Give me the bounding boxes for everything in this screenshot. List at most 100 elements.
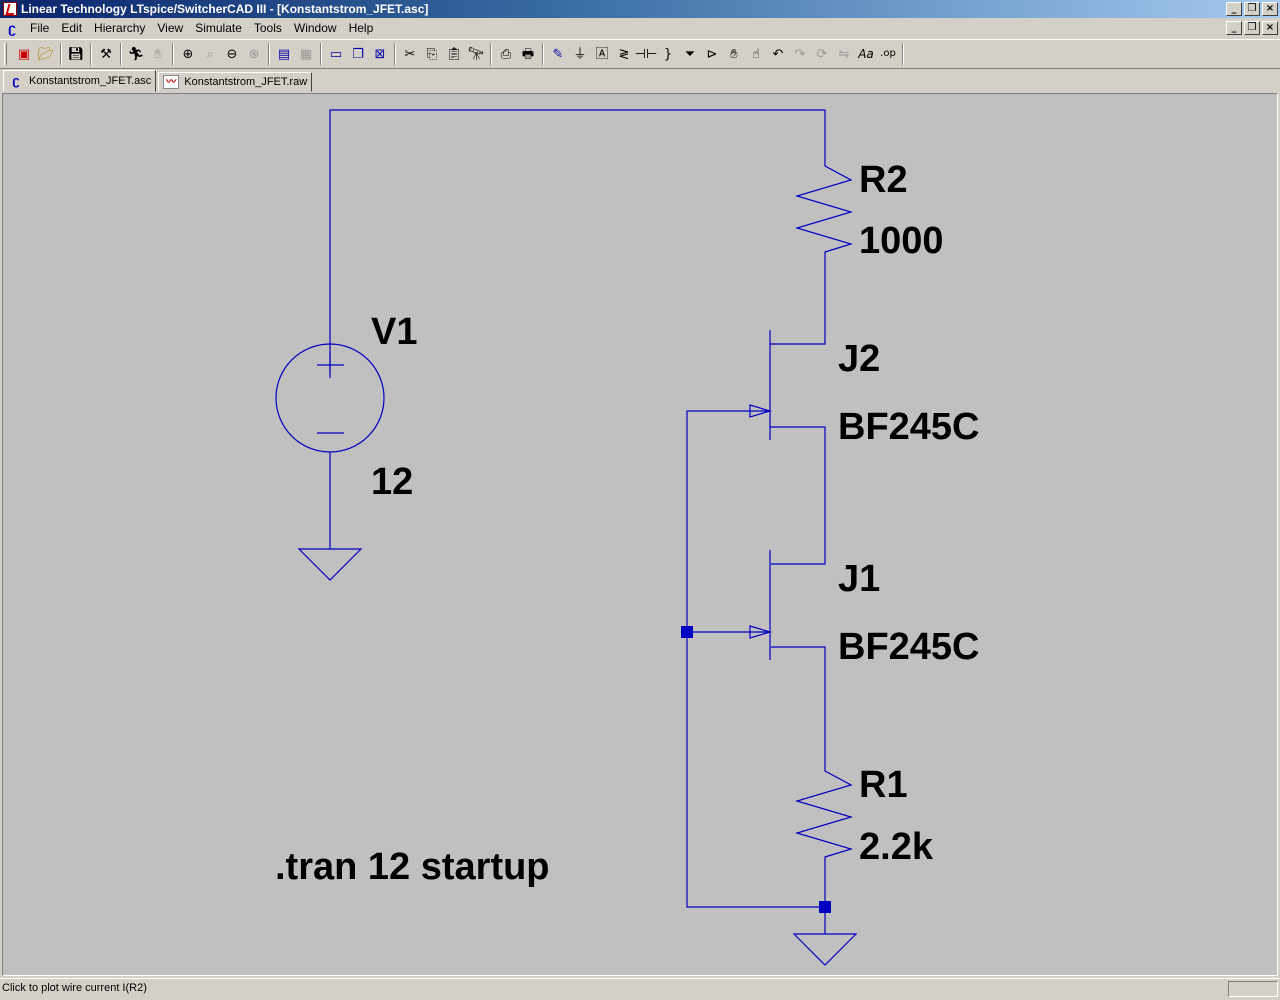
resistor-icon[interactable]: ≷ [618, 46, 630, 62]
close-button[interactable]: × [1262, 2, 1278, 16]
menu-tools-label: Tools [253, 21, 282, 35]
move-icon[interactable]: ✋︎ [730, 46, 738, 62]
find-icon[interactable]: 🔭︎ [467, 46, 485, 62]
print-icon[interactable]: 🖶︎ [521, 46, 535, 62]
j1-gate-arrow [749, 625, 773, 639]
child-minimize-button[interactable]: _ [1226, 21, 1242, 35]
r2-value[interactable]: 1000 [859, 220, 944, 262]
menu-hierarchy[interactable]: Hierarchy [88, 18, 151, 38]
draw-wire-icon[interactable]: ✎ [552, 46, 564, 62]
v1-name[interactable]: V1 [371, 311, 417, 353]
junction-dot-r1-gnd[interactable] [819, 901, 831, 913]
redo-icon[interactable]: ↷ [794, 46, 806, 62]
menu-help[interactable]: Help [343, 18, 380, 38]
toolbar-separator [172, 43, 174, 65]
toolbar-separator [394, 43, 396, 65]
child-close-button[interactable]: × [1262, 21, 1278, 35]
r1-value[interactable]: 2.2k [859, 826, 934, 868]
wire-gate-loop[interactable] [686, 410, 825, 908]
toolbar-separator [120, 43, 122, 65]
close-window-icon[interactable]: ⊠ [374, 46, 386, 62]
j2-name[interactable]: J2 [838, 338, 880, 380]
run-icon[interactable]: 🏃︎ [127, 46, 145, 62]
mark-unref-icon[interactable]: ▦ [299, 46, 313, 62]
open-icon[interactable]: 📂︎ [37, 46, 55, 62]
schematic-canvas[interactable]: V1 12 R2 1000 J2 BF245C J1 BF245C R1 2.2… [2, 93, 1278, 976]
ltspice-app-icon[interactable] [3, 2, 17, 16]
toolbar-separator [542, 43, 544, 65]
wire-r2-j2[interactable] [771, 262, 826, 345]
tab-waveform[interactable]: 〰 Konstantstrom_JFET.raw [158, 72, 313, 92]
drag-icon[interactable]: ☝︎ [752, 46, 760, 62]
ground-icon[interactable]: ⏚ [573, 46, 587, 62]
v1-value[interactable]: 12 [371, 461, 413, 503]
wire-j1-r1[interactable] [771, 646, 826, 755]
minimize-button[interactable]: _ [1226, 2, 1242, 16]
menu-simulate[interactable]: Simulate [189, 18, 248, 38]
j1-name[interactable]: J1 [838, 558, 880, 600]
toolbar-grip[interactable] [4, 43, 7, 65]
v1-source-circle[interactable] [275, 343, 385, 453]
ground-symbol-r1[interactable] [792, 933, 858, 966]
menu-window[interactable]: Window [288, 18, 343, 38]
r2-name[interactable]: R2 [859, 159, 908, 201]
j2-value[interactable]: BF245C [838, 406, 980, 448]
r1-name[interactable]: R1 [859, 764, 908, 806]
child-restore-button[interactable]: ❐ [1244, 21, 1260, 35]
autorange-icon[interactable]: ▤ [277, 46, 291, 62]
zoom-pan-icon[interactable]: ⌕ [206, 46, 214, 62]
control-panel-icon[interactable]: ⚒ [100, 46, 112, 62]
print-setup-icon[interactable]: ⎙ [500, 46, 512, 62]
status-text: Click to plot wire current I(R2) [2, 982, 147, 994]
component-icon[interactable]: ⊳ [706, 46, 718, 62]
zoom-out-icon[interactable]: ⊖ [226, 46, 238, 62]
capacitor-icon[interactable]: ⊣⊢ [634, 46, 658, 62]
label-net-icon[interactable]: 🄰︎ [595, 46, 609, 62]
diode-icon[interactable]: ⏷ [684, 46, 696, 62]
tile-horizontal-icon[interactable]: ▭ [329, 46, 343, 62]
tab-schematic[interactable]: ʗ Konstantstrom_JFET.asc [3, 70, 157, 92]
j1-value[interactable]: BF245C [838, 626, 980, 668]
zoom-fit-icon[interactable]: ⊗ [248, 46, 260, 62]
halt-icon[interactable]: ✋︎ [154, 46, 162, 62]
wire-j2-j1[interactable] [771, 426, 826, 565]
schematic-drawing[interactable]: V1 12 R2 1000 J2 BF245C J1 BF245C R1 2.2… [3, 94, 1278, 976]
r2-resistor[interactable] [794, 150, 854, 262]
symbols[interactable] [275, 150, 858, 966]
restore-button[interactable]: ❐ [1244, 2, 1260, 16]
window-title: Linear Technology LTspice/SwitcherCAD II… [21, 2, 429, 16]
mirror-icon[interactable]: ⇋ [838, 46, 850, 62]
r1-resistor[interactable] [794, 755, 854, 867]
menu-file[interactable]: File [24, 18, 55, 38]
wires[interactable] [329, 109, 826, 934]
text-icon[interactable]: Aa [858, 47, 874, 61]
schematic-icon: ʗ [12, 73, 20, 88]
menu-edit[interactable]: Edit [55, 18, 88, 38]
junction-dot-gate[interactable] [681, 626, 693, 638]
zoom-in-icon[interactable]: ⊕ [182, 46, 194, 62]
undo-icon[interactable]: ↶ [772, 46, 784, 62]
schematic-doc-icon[interactable]: ʗ [8, 20, 16, 36]
cut-icon[interactable]: ✂ [404, 46, 416, 62]
component-labels: V1 12 R2 1000 J2 BF245C J1 BF245C R1 2.2… [275, 159, 980, 888]
spice-directive[interactable]: .tran 12 startup [275, 846, 550, 888]
menu-tools[interactable]: Tools [248, 18, 288, 38]
window-controls: _ ❐ × [1226, 2, 1278, 16]
wire-top[interactable] [329, 109, 826, 372]
toolbar-separator [60, 43, 62, 65]
toolbar-separator [490, 43, 492, 65]
toolbar-separator [320, 43, 322, 65]
menu-view[interactable]: View [151, 18, 189, 38]
ground-symbol-v1[interactable] [297, 548, 363, 581]
tab-schematic-label: Konstantstrom_JFET.asc [29, 75, 152, 87]
cascade-icon[interactable]: ❐ [352, 46, 364, 62]
tab-waveform-label: Konstantstrom_JFET.raw [184, 76, 308, 88]
inductor-icon[interactable]: } [663, 46, 673, 62]
paste-icon[interactable]: 📋︎ [445, 46, 463, 62]
copy-icon[interactable]: ⎘ [426, 46, 438, 62]
rotate-icon[interactable]: ⟳ [816, 46, 828, 62]
document-tabs: ʗ Konstantstrom_JFET.asc 〰 Konstantstrom… [0, 70, 1280, 92]
save-icon[interactable]: 💾︎ [67, 46, 85, 62]
spice-directive-icon[interactable]: .op [880, 48, 896, 59]
new-schematic-icon[interactable]: ▣ [17, 46, 31, 62]
